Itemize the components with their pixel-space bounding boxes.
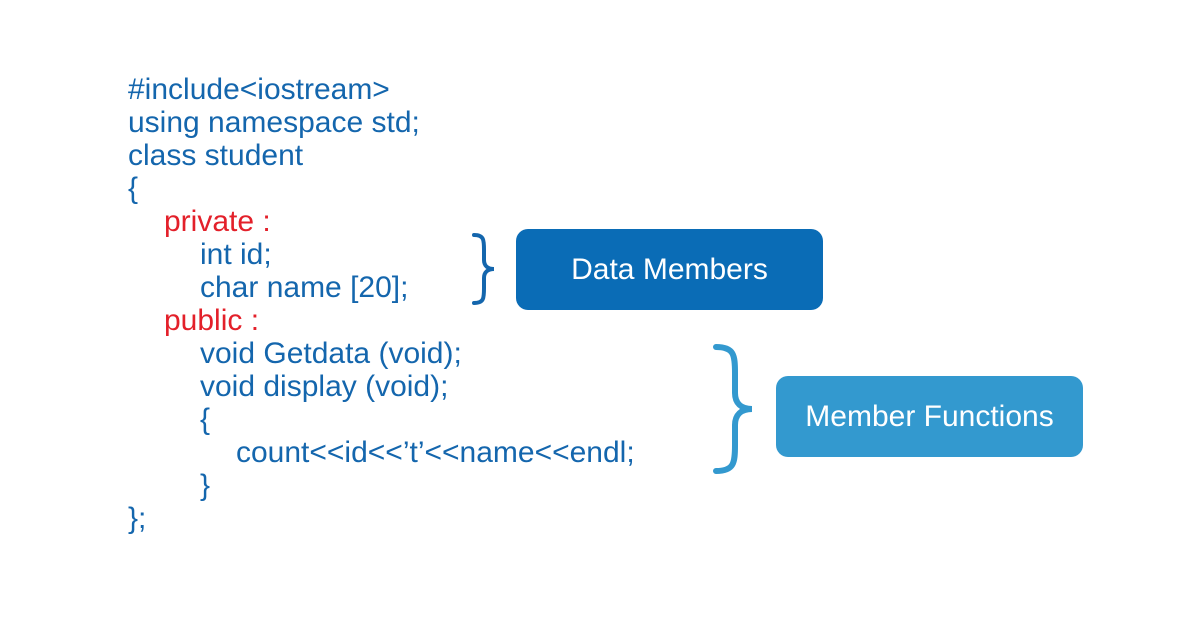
code-line-int-id: int id; [200, 238, 272, 271]
code-line-char-name: char name [20]; [200, 271, 409, 304]
member-functions-brace [713, 344, 753, 474]
data-members-label: Data Members [516, 229, 823, 310]
code-line-display: void display (void); [200, 370, 449, 403]
code-line-inner-close: } [200, 469, 211, 502]
member-functions-text: Member Functions [805, 399, 1054, 433]
code-line-include: #include<iostream> [128, 73, 390, 106]
code-line-public: public : [164, 304, 260, 337]
code-line-open-brace: { [128, 172, 139, 205]
code-line-inner-open: { [200, 403, 211, 436]
code-line-using: using namespace std; [128, 106, 420, 139]
code-line-close: }; [128, 502, 147, 535]
code-line-private: private : [164, 205, 271, 238]
member-functions-label: Member Functions [776, 376, 1083, 457]
code-line-count: count<<id<<’t’<<name<<endl; [236, 436, 635, 469]
code-line-class: class student [128, 139, 304, 172]
data-members-text: Data Members [571, 252, 768, 286]
code-line-getdata: void Getdata (void); [200, 337, 462, 370]
data-members-brace [472, 233, 495, 305]
